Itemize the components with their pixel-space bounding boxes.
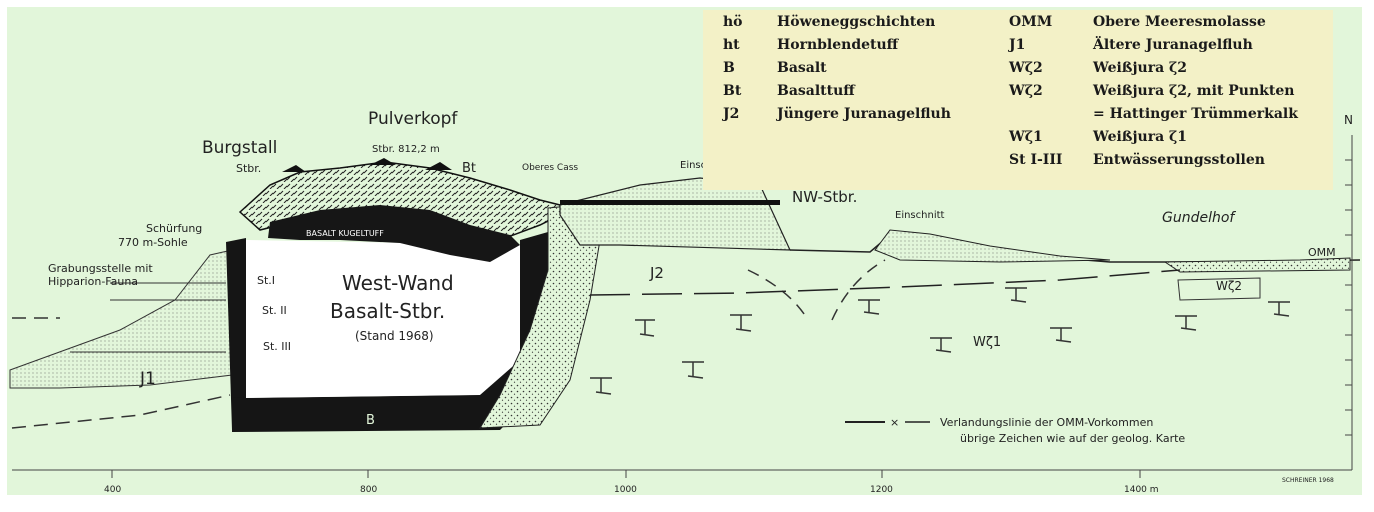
legend-text-wz2-dots: Weißjura ζ2, mit Punkten (1093, 83, 1294, 99)
label-oberes-cass: Oberes Cass (522, 163, 578, 173)
label-bt: Bt (462, 161, 476, 176)
label-stbr: Stbr. (236, 162, 261, 175)
label-gundelhof: Gundelhof (1162, 210, 1236, 226)
label-st-1: St.I (257, 274, 275, 287)
label-st-2: St. II (262, 304, 287, 317)
svg-text:×: × (890, 416, 899, 429)
label-grabung-1: Grabungsstelle mit (48, 262, 153, 275)
label-st-3: St. III (263, 340, 291, 353)
label-grabung-2: Hipparion-Fauna (48, 275, 138, 288)
legend-code-hoe: hö (723, 14, 743, 30)
legend-code-wz2: Wζ2 (1009, 60, 1043, 76)
legend-text-wz1: Weißjura ζ1 (1093, 129, 1187, 145)
label-basalt-stbr: Basalt-Stbr. (330, 299, 445, 323)
footnote-line-1: Verlandungslinie der OMM-Vorkommen (940, 416, 1153, 429)
legend-code-wz2-dots: Wζ2 (1009, 83, 1043, 99)
legend-code-ht: ht (723, 37, 740, 53)
legend-box: hö Höweneggschichten ht Hornblendetuff B… (703, 10, 1333, 190)
label-nw-stbr: NW-Stbr. (792, 188, 857, 206)
label-stand: (Stand 1968) (355, 329, 434, 343)
label-j1: J1 (139, 369, 156, 389)
legend-text-b: Basalt (777, 60, 827, 76)
label-stbr-height: Stbr. 812,2 m (372, 144, 440, 155)
credit: SCHREINER 1968 (1282, 477, 1334, 484)
legend-text-ht: Hornblendetuff (777, 37, 898, 53)
label-west-wand: West-Wand (342, 271, 454, 295)
label-sohle: 770 m-Sohle (118, 236, 188, 249)
axis-tick-1400: 1400 m (1124, 485, 1159, 495)
legend-code-b: B (723, 60, 735, 76)
legend-text-omm: Obere Meeresmolasse (1093, 14, 1266, 30)
legend-text-bt: Basalttuff (777, 83, 855, 99)
axis-tick-400: 400 (104, 485, 121, 495)
label-b: B (366, 413, 375, 428)
legend-text-hoe: Höweneggschichten (777, 14, 935, 30)
axis-tick-1000: 1000 (614, 485, 637, 495)
legend-code-j2: J2 (723, 106, 739, 122)
legend-code-st: St I-III (1009, 152, 1062, 168)
label-wz1: Wζ1 (973, 335, 1001, 350)
label-pulverkopf: Pulverkopf (368, 109, 458, 129)
legend-text-st: Entwässerungsstollen (1093, 152, 1265, 168)
legend-text-j2: Jüngere Juranagelfluh (777, 106, 951, 122)
label-schurfung: Schürfung (146, 222, 202, 235)
legend-code-j1: J1 (1009, 37, 1025, 53)
legend-code-bt: Bt (723, 83, 741, 99)
label-einschnitt-2: Einschnitt (895, 210, 945, 221)
label-north: N (1344, 113, 1353, 127)
legend-code-omm: OMM (1009, 14, 1052, 30)
legend-text-j1: Ältere Juranagelfluh (1093, 37, 1253, 53)
legend-code-wz1: Wζ1 (1009, 129, 1043, 145)
footnote-line-2: übrige Zeichen wie auf der geolog. Karte (960, 432, 1185, 445)
axis-tick-1200: 1200 (870, 485, 893, 495)
legend-text-hattinger: = Hattinger Trümmerkalk (1093, 106, 1298, 122)
label-j2: J2 (649, 264, 664, 282)
label-wz2: Wζ2 (1216, 279, 1242, 293)
axis-tick-800: 800 (360, 485, 377, 495)
legend-text-wz2: Weißjura ζ2 (1093, 60, 1187, 76)
label-basalt-kugeltuff: BASALT KUGELTUFF (306, 229, 384, 238)
label-burgstall: Burgstall (202, 138, 277, 158)
label-omm: OMM (1308, 246, 1336, 259)
